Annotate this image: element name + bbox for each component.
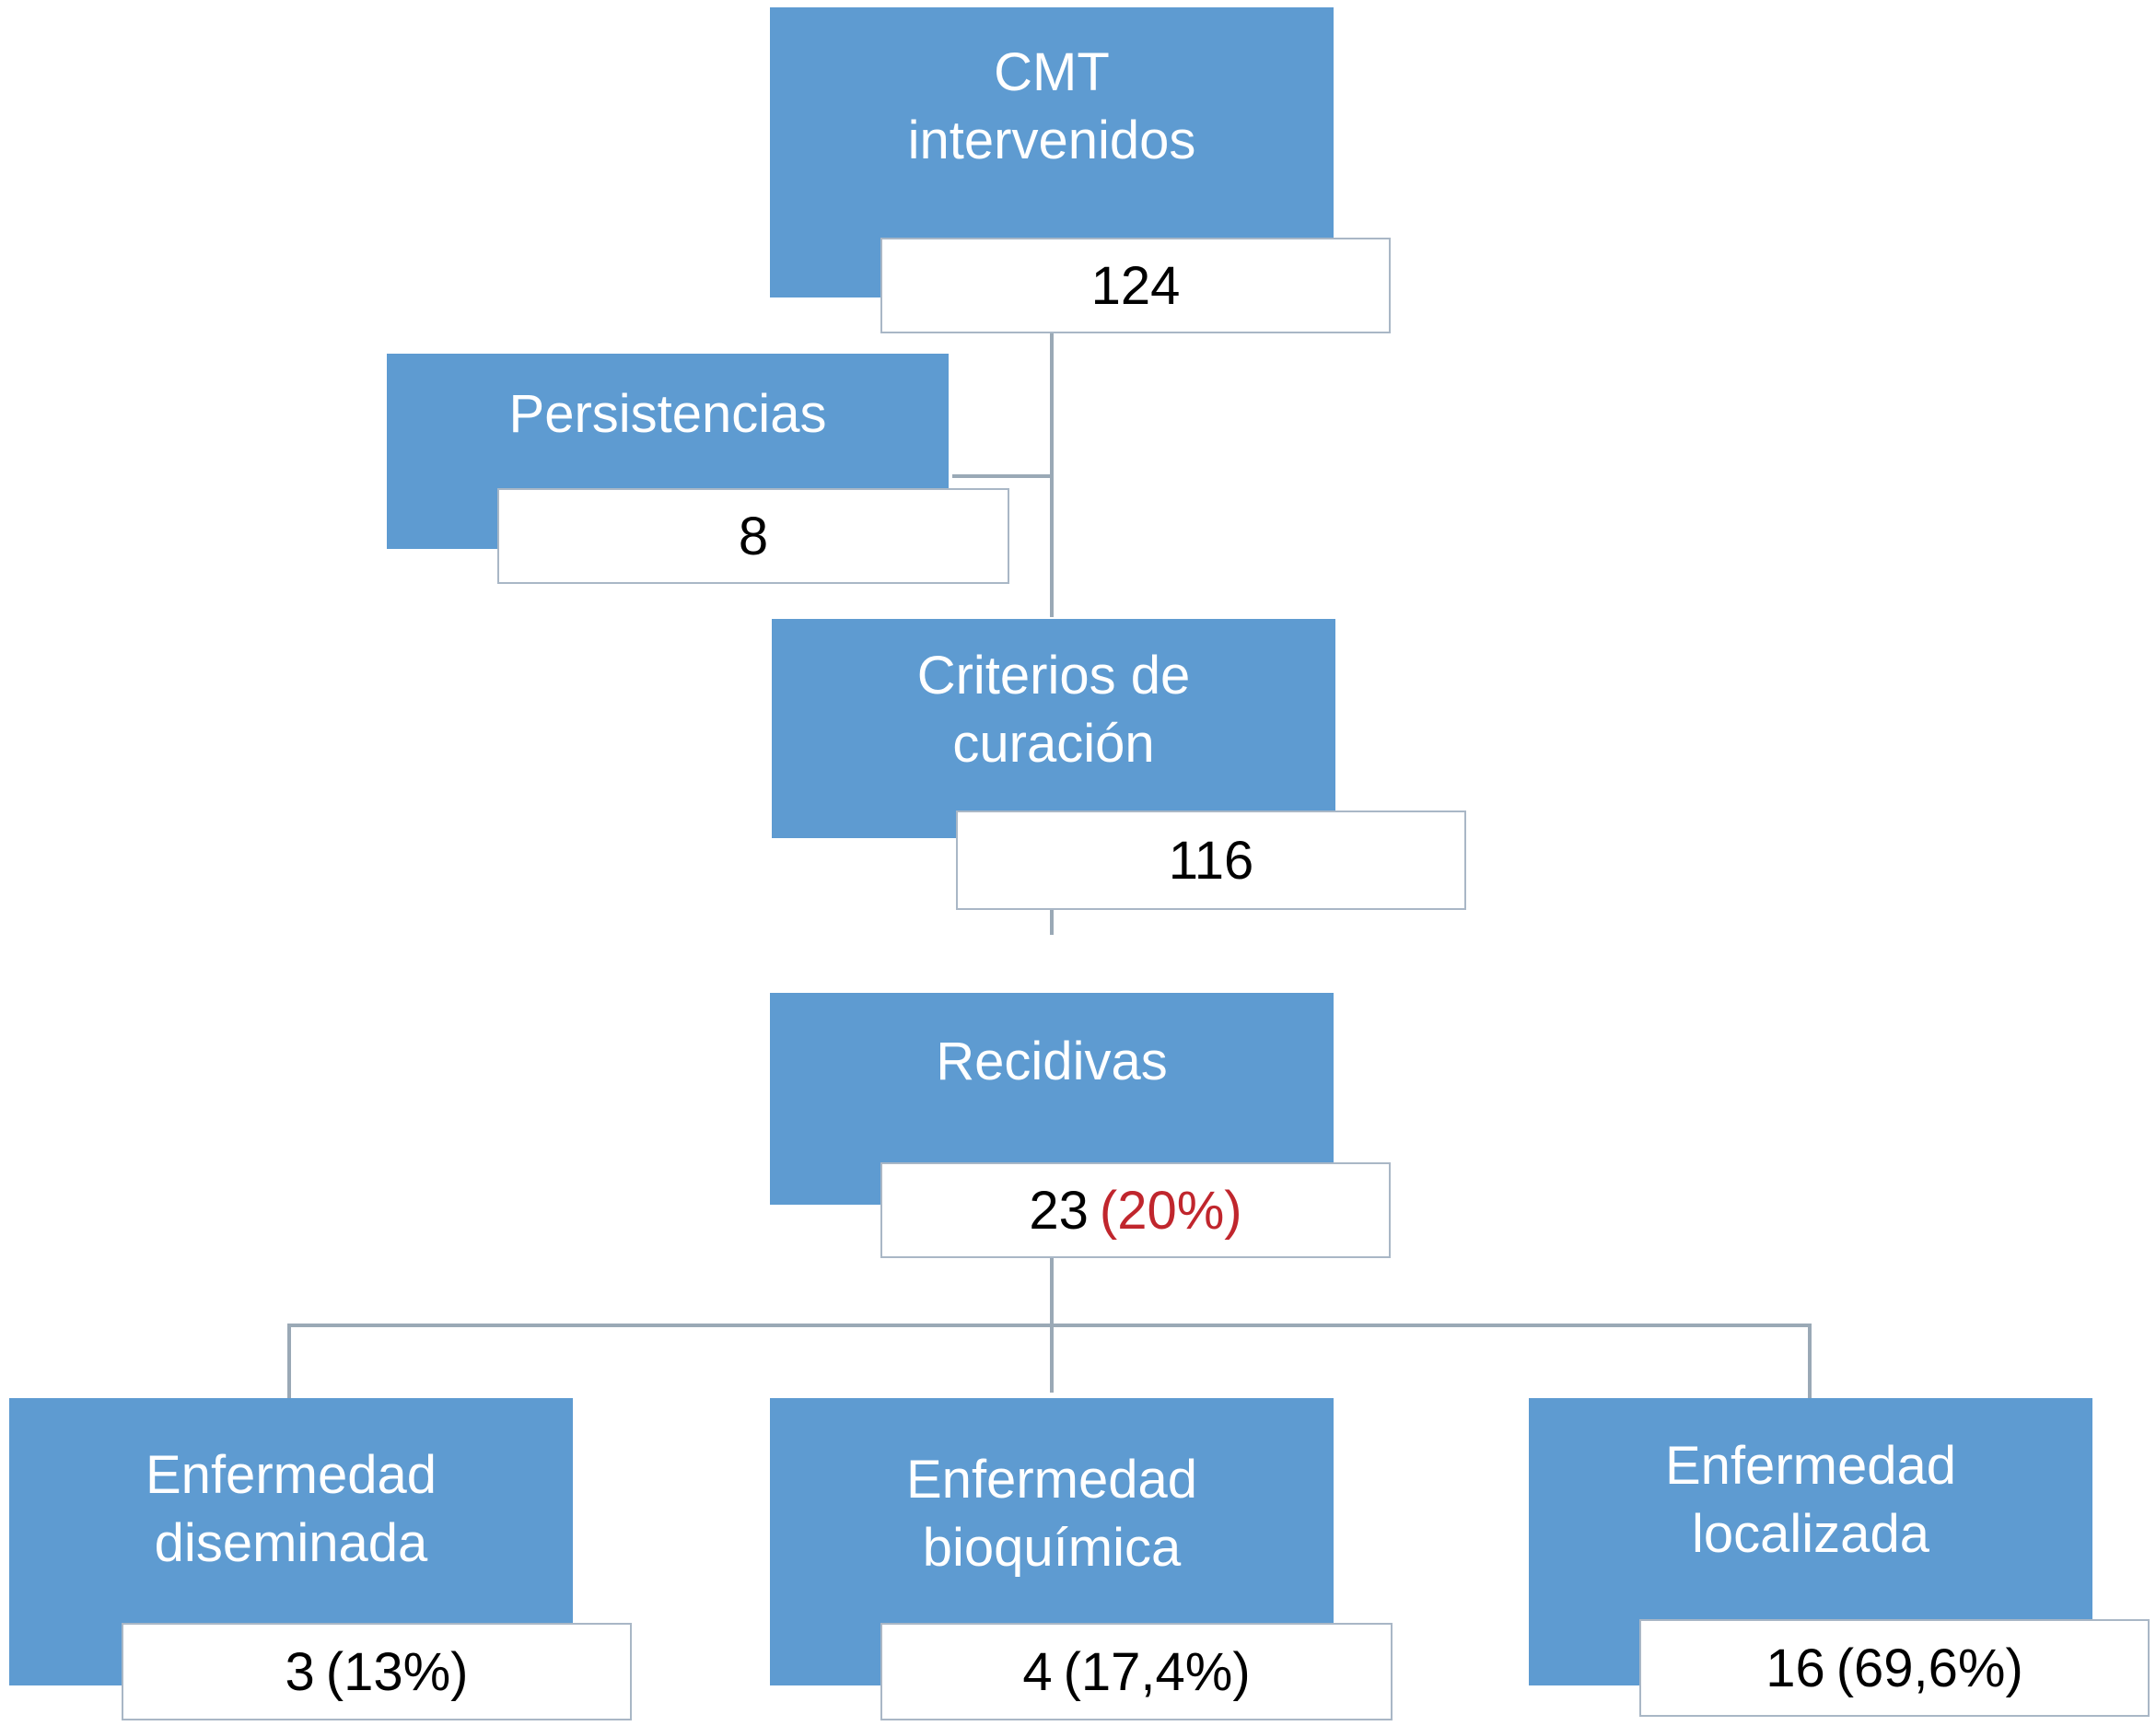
node-count: 4 (17,4%) [880,1623,1393,1720]
connector-to-persistencias [952,474,1054,478]
count-value: 23 [1029,1180,1089,1241]
percent-value: (13%) [325,1641,469,1702]
count-value: 16 [1766,1638,1825,1698]
percent-value: (69,6%) [1836,1638,2023,1698]
percent-value: (20%) [1099,1180,1242,1241]
connector-branch-right [1808,1324,1812,1399]
node-count: 116 [956,811,1466,910]
node-count: 8 [497,488,1009,584]
node-count: 23 (20%) [880,1162,1391,1258]
connector-branch-left [287,1324,291,1399]
node-count: 124 [880,238,1391,333]
node-title: Criterios de curación [772,619,1335,838]
node-count: 16 (69,6%) [1639,1619,2150,1717]
node-count: 3 (13%) [122,1623,632,1720]
count-value: 116 [1168,830,1254,891]
count-value: 3 [285,1641,315,1702]
connector-branch-horizontal [287,1324,1812,1327]
count-value: 124 [1090,255,1181,316]
count-value: 8 [738,506,769,566]
connector-curacion-to-recidivas [1050,907,1054,935]
percent-value: (17,4%) [1063,1641,1251,1702]
count-value: 4 [1022,1641,1053,1702]
